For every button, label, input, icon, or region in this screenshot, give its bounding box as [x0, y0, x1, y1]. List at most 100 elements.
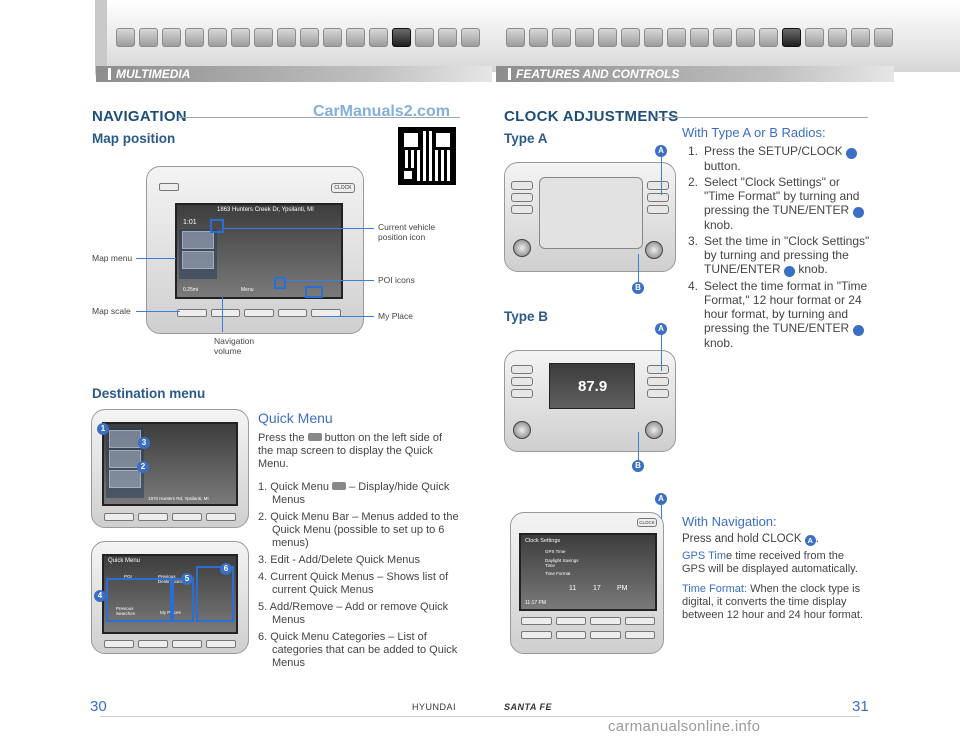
- categories-highlight: [196, 566, 234, 622]
- qr-code: [398, 127, 456, 185]
- gps-time-row[interactable]: GPS Time: [545, 549, 566, 554]
- qm-item-poi[interactable]: POI: [124, 574, 132, 579]
- list-item: 3. Edit - Add/Delete Quick Menus: [258, 554, 421, 566]
- destination-menu-heading: Destination menu: [92, 386, 206, 401]
- camera-icon: [415, 28, 434, 47]
- footer-watermark: carmanualsonline.info: [608, 718, 761, 735]
- list-item: 5. Add/Remove – Add or remove Quick Menu…: [258, 601, 449, 626]
- map-menu-panel[interactable]: [179, 229, 217, 279]
- type-b-display: 87.9: [549, 363, 635, 409]
- list-item: 6. Quick Menu Categories – List of categ…: [258, 631, 458, 669]
- time-format-row[interactable]: Time Format: [545, 571, 571, 576]
- badge-4: 4: [94, 590, 106, 602]
- type-a-faceplate: [539, 177, 643, 249]
- section-bar-multimedia: MULTIMEDIA: [96, 66, 492, 82]
- callout-map-scale: Map scale: [92, 306, 131, 316]
- phone-hw-button[interactable]: [177, 309, 207, 317]
- seat-icon: [506, 28, 525, 47]
- callout-line-scale: [136, 311, 180, 312]
- power-knob[interactable]: [513, 239, 531, 257]
- quick-menu-screen-title: Quick Menu: [108, 558, 141, 564]
- phone-icon: [300, 28, 319, 47]
- map-head-unit: CLOCK 1863 Hunters Creek Dr, Ypsilanti, …: [146, 166, 364, 334]
- window-icon: [644, 28, 663, 47]
- title-rule: [178, 117, 460, 118]
- quick-menu-key-icon: [307, 433, 322, 441]
- defrost-icon: [713, 28, 732, 47]
- map-unit-buttons: [177, 309, 341, 317]
- mirror-icon: [529, 28, 548, 47]
- multimedia-icon: [116, 28, 135, 47]
- hour-field[interactable]: 11: [569, 585, 577, 592]
- quick-menu-address: 1870 Hunters Rd, Ypsilanti, MI: [148, 496, 209, 501]
- voice-icon: [346, 28, 365, 47]
- ipod-icon: [277, 28, 296, 47]
- section-bar-features: FEATURES AND CONTROLS: [496, 66, 894, 82]
- map-position-heading: Map position: [92, 131, 176, 146]
- eject-button[interactable]: [159, 183, 179, 191]
- footer-rule: [100, 716, 860, 717]
- map-scale-readout: 0.25mi: [183, 287, 199, 293]
- page-number-right: 31: [852, 698, 869, 715]
- header-tab: [95, 0, 107, 82]
- cd-icon: [208, 28, 227, 47]
- qm-item-prev-search[interactable]: Previous Searches: [116, 606, 136, 616]
- map-hw-button[interactable]: [244, 309, 274, 317]
- callout-nav-volume: Navigation volume: [214, 336, 255, 356]
- type-a-line-a: [661, 157, 662, 195]
- site-watermark: CarManuals2.com: [313, 103, 450, 120]
- info-hw-button[interactable]: [210, 309, 241, 317]
- callout-line-menu: [136, 258, 176, 259]
- with-nav-heading: With Navigation:: [682, 514, 777, 529]
- time-format-desc: Time Format: When the clock type is digi…: [682, 583, 864, 621]
- callout-poi-icons: POI icons: [378, 275, 415, 285]
- tire-icon: [828, 28, 847, 47]
- light-icon: [552, 28, 571, 47]
- vehicle-icon-highlight: [210, 219, 224, 233]
- bluelink-icon: [369, 28, 388, 47]
- type-a-heading: Type A: [504, 131, 548, 146]
- type-b-radio: 87.9: [504, 350, 676, 452]
- badge-2: 2: [137, 461, 149, 473]
- type-b-badge-b: B: [632, 460, 644, 472]
- quick-menu-title: Quick Menu: [258, 410, 333, 426]
- route-hw-button[interactable]: [277, 309, 308, 317]
- map-address: 1863 Hunters Creek Dr, Ypsilanti, MI: [217, 207, 314, 213]
- map-menu-label[interactable]: Menu: [241, 287, 254, 293]
- map-time: 1:01: [183, 219, 197, 226]
- minute-field[interactable]: 17: [593, 585, 601, 592]
- type-a-badge-b: B: [632, 282, 644, 294]
- quick-menu-key-icon: [332, 482, 347, 490]
- poi-highlight: [274, 277, 286, 289]
- badge-6: 6: [220, 563, 232, 575]
- clock-hw-button-nav[interactable]: CLOCK: [637, 518, 657, 527]
- list-item: 4. Current Quick Menus – Shows list of c…: [258, 571, 449, 596]
- door-icon: [621, 28, 640, 47]
- clock-readout: 11:17 PM: [525, 600, 547, 606]
- trunk-icon: [874, 28, 893, 47]
- quick-menu-screen-1[interactable]: 1870 Hunters Rd, Ypsilanti, MI: [102, 422, 238, 506]
- radio-icon: [185, 28, 204, 47]
- quick-menu-bar[interactable]: [106, 428, 144, 498]
- clock-settings-screen[interactable]: Clock Settings GPS Time Daylight Savings…: [519, 533, 657, 611]
- nav-clock-unit: CLOCK Clock Settings GPS Time Daylight S…: [510, 512, 664, 654]
- badge-5: 5: [181, 573, 193, 585]
- type-a-badge-a: A: [655, 145, 667, 157]
- ampm-field[interactable]: PM: [617, 585, 628, 592]
- tune-enter-knob-b[interactable]: [645, 421, 663, 439]
- callout-line-myplace: [323, 316, 374, 317]
- key-icon: [805, 28, 824, 47]
- quick-menu-unit-1: 1870 Hunters Rd, Ypsilanti, MI: [91, 409, 249, 528]
- callout-my-place: My Place: [378, 311, 413, 321]
- tune-enter-knob-a[interactable]: [645, 241, 663, 259]
- bluetooth-icon: [323, 28, 342, 47]
- power-knob-b[interactable]: [513, 421, 531, 439]
- navigation-active-icon: [392, 28, 411, 47]
- clock-title-rule: [656, 117, 868, 118]
- aux-icon: [254, 28, 273, 47]
- type-a-radio: [504, 162, 676, 272]
- clock-hw-button[interactable]: CLOCK: [331, 183, 355, 193]
- dst-row[interactable]: Daylight Savings Time: [545, 558, 579, 568]
- map-screen[interactable]: 1863 Hunters Creek Dr, Ypsilanti, MI 1:0…: [175, 203, 343, 299]
- icon-strip-right: [506, 28, 893, 50]
